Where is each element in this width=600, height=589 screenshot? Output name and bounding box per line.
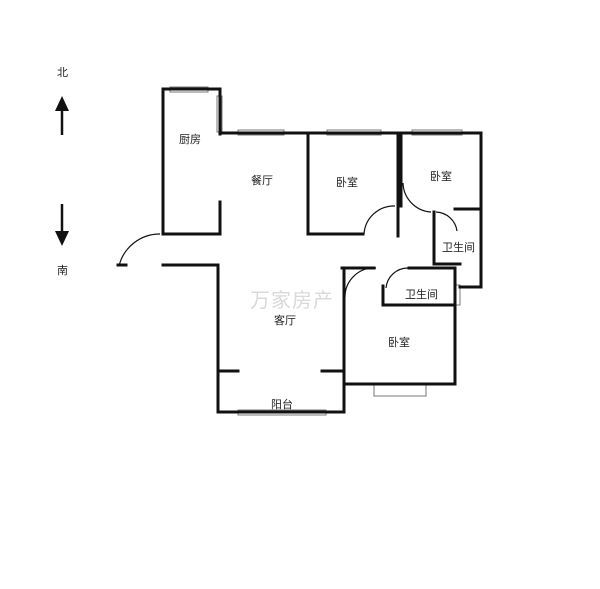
door-bedroom-2: [402, 182, 432, 213]
room-label-kitchen: 厨房: [179, 133, 201, 146]
door-bedroom-1: [363, 205, 396, 235]
room-label-bedroom-1: 卧室: [336, 176, 358, 189]
window-bedroom-3-bay: [373, 383, 427, 397]
south-arrow-icon: [55, 204, 69, 246]
room-label-bathroom-1: 卫生间: [442, 241, 475, 254]
north-arrow-icon: [55, 96, 69, 135]
walls: [116, 87, 483, 414]
doors: [118, 182, 458, 298]
room-label-dining: 餐厅: [251, 174, 273, 187]
door-bathroom-2: [385, 267, 409, 289]
door-bathroom-1: [435, 211, 458, 232]
door-bedroom-3: [344, 267, 377, 298]
room-label-bedroom-3: 卧室: [388, 336, 410, 349]
watermark: 万家房产: [250, 288, 334, 312]
room-label-bathroom-2: 卫生间: [405, 288, 438, 301]
room-label-living: 客厅: [274, 314, 296, 327]
windows: [169, 86, 463, 416]
compass-north-label: 北: [57, 66, 68, 79]
room-label-balcony: 阳台: [271, 398, 293, 411]
door-entrance: [118, 233, 161, 267]
room-label-bedroom-2: 卧室: [430, 170, 452, 183]
compass-south-label: 南: [57, 264, 68, 277]
